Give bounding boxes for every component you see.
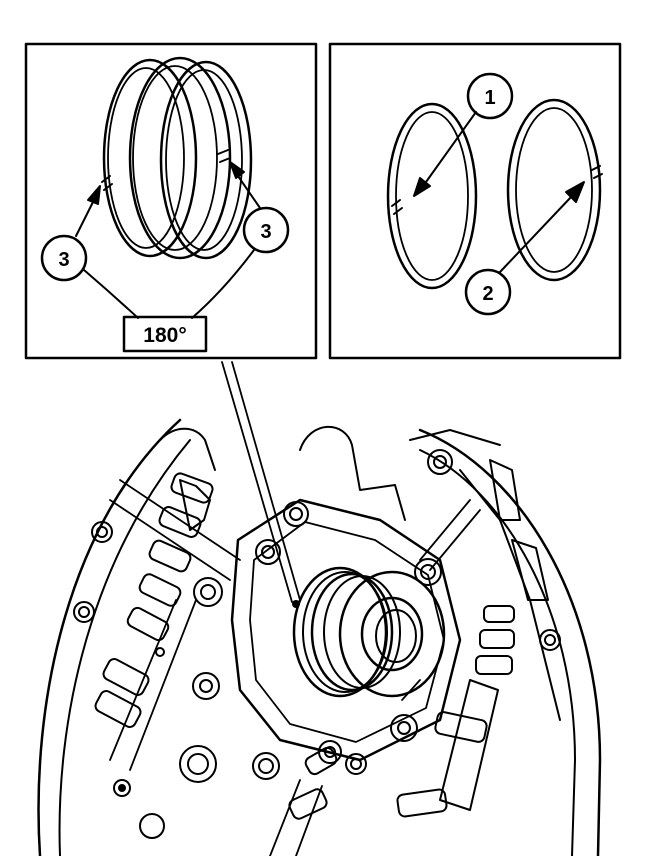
seal-carrier-plate — [230, 498, 462, 762]
callout-2: 2 — [464, 268, 512, 316]
right-panel-frame — [328, 42, 622, 360]
channel-details — [109, 459, 549, 601]
left-detail-panel: 3 3 180° — [24, 42, 318, 360]
angle-label-box: 180° — [122, 315, 208, 353]
ring-2 — [506, 98, 603, 282]
callout-3-right-label: 3 — [260, 221, 271, 243]
ring-gap-right — [217, 149, 231, 163]
arrow-3-left — [75, 185, 101, 237]
valve-spool-right — [396, 605, 515, 818]
detail-leader — [221, 361, 301, 608]
arrow-1 — [413, 111, 477, 197]
pump-housing-illustration — [37, 418, 602, 856]
callout-1: 1 — [466, 72, 514, 120]
arrow-2 — [499, 181, 585, 273]
callout-1-label: 1 — [484, 87, 495, 109]
bolt-holes — [73, 449, 561, 839]
central-shaft — [292, 566, 446, 698]
ring-gap-left — [101, 175, 113, 191]
angle-label: 180° — [143, 324, 186, 347]
valve-spool-left — [94, 472, 214, 771]
right-detail-panel: 1 2 — [328, 42, 622, 360]
left-panel-frame — [24, 42, 318, 360]
callout-3-right: 3 — [242, 206, 290, 254]
ring-1 — [386, 102, 478, 290]
leader-3-left — [83, 269, 139, 319]
callout-3-left: 3 — [40, 234, 88, 282]
arrow-3-right — [229, 161, 261, 209]
leader-3-right — [191, 249, 255, 319]
callout-2-label: 2 — [482, 283, 493, 305]
seal-ring-stack — [101, 56, 253, 260]
valve-spool-bottom — [269, 746, 338, 856]
callout-3-left-label: 3 — [58, 249, 69, 271]
